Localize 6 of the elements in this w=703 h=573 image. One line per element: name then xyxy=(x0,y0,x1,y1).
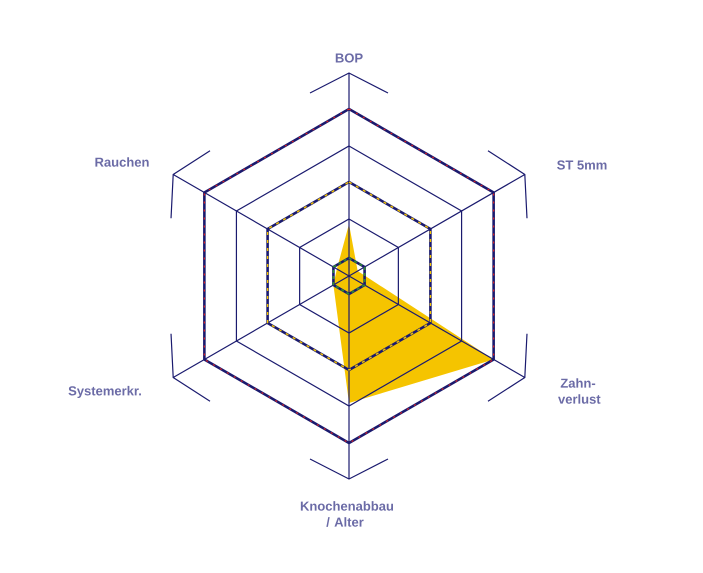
axis-label: Rauchen xyxy=(95,157,149,167)
axis-label: Zahn- verlust xyxy=(558,378,600,404)
axis-label: ST 5mm xyxy=(557,160,606,170)
axis-label: Knochenabbau / Alter xyxy=(300,501,394,527)
axis-label: BOP xyxy=(336,53,363,63)
axis-label: Systemerkr. xyxy=(68,386,141,398)
